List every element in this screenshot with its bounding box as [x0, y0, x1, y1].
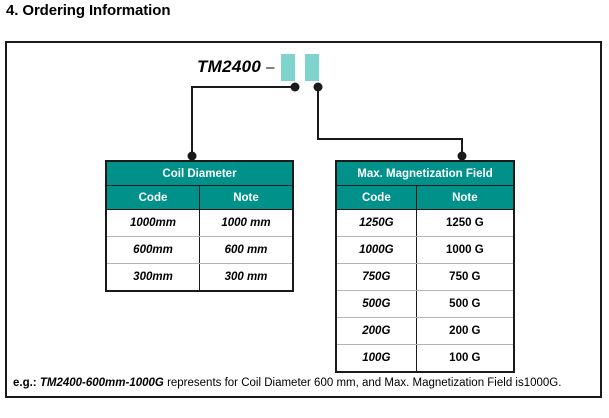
- max-magnetization-note-3: 750 G: [416, 263, 513, 291]
- coil-diameter-note-1: 1000 mm: [199, 209, 292, 237]
- part-number-dash: –: [266, 58, 275, 76]
- max-magnetization-header-code: Code: [337, 185, 417, 210]
- table-row[interactable]: 1250G 1250 G: [337, 209, 513, 237]
- footnote-description: represents for Coil Diameter 600 mm, and…: [167, 377, 562, 389]
- max-magnetization-note-4: 500 G: [416, 290, 513, 318]
- footnote-example-part-number: TM2400-600mm-1000G: [39, 377, 164, 389]
- connector-dot-slot2-top: [313, 82, 323, 92]
- part-number-slot-1[interactable]: [280, 53, 295, 81]
- connector-dot-slot1-top: [290, 82, 300, 92]
- coil-diameter-code-1: 1000mm: [107, 209, 200, 237]
- coil-diameter-table-title: Coil Diameter: [107, 162, 292, 186]
- max-magnetization-field-table-title: Max. Magnetization Field: [337, 162, 513, 186]
- table-row[interactable]: 600mm 600 mm: [107, 236, 292, 264]
- table-row[interactable]: 100G 100 G: [337, 344, 513, 371]
- example-footnote: e.g.: TM2400-600mm-1000G represents for …: [13, 376, 596, 390]
- max-magnetization-code-6: 100G: [337, 344, 417, 371]
- max-magnetization-code-5: 200G: [337, 317, 417, 345]
- table-row[interactable]: 750G 750 G: [337, 263, 513, 291]
- part-number-slot-2[interactable]: [304, 53, 319, 81]
- max-magnetization-note-1: 1250 G: [416, 209, 513, 237]
- max-magnetization-code-3: 750G: [337, 263, 417, 291]
- table-row[interactable]: 200G 200 G: [337, 317, 513, 345]
- max-magnetization-note-5: 200 G: [416, 317, 513, 345]
- part-number-base: TM2400: [197, 57, 262, 76]
- coil-diameter-note-2: 600 mm: [199, 236, 292, 264]
- max-magnetization-note-6: 100 G: [449, 352, 481, 364]
- coil-diameter-header-note: Note: [199, 185, 292, 210]
- max-magnetization-header-note: Note: [416, 185, 513, 210]
- table-row[interactable]: 300mm 300 mm: [107, 263, 292, 290]
- ordering-information-panel: TM2400 – Coil Diameter Code Note: [5, 41, 602, 398]
- connector-line-slot2: [317, 87, 463, 155]
- coil-diameter-header-code: Code: [107, 185, 200, 210]
- coil-diameter-note-3: 300 mm: [224, 271, 268, 283]
- max-magnetization-note-2: 1000 G: [416, 236, 513, 264]
- footnote-label: e.g.:: [13, 377, 37, 389]
- table-row[interactable]: 1000G 1000 G: [337, 236, 513, 264]
- part-number-builder: TM2400 –: [197, 51, 319, 83]
- coil-diameter-table: Coil Diameter Code Note 1000mm 1000 mm 6…: [105, 160, 294, 292]
- table-row[interactable]: 500G 500 G: [337, 290, 513, 318]
- coil-diameter-code-2: 600mm: [107, 236, 200, 264]
- connector-line-slot1: [191, 86, 295, 155]
- max-magnetization-code-2: 1000G: [337, 236, 417, 264]
- page-title: 4. Ordering Information: [6, 2, 171, 19]
- max-magnetization-field-table: Max. Magnetization Field Code Note 1250G…: [335, 160, 515, 373]
- coil-diameter-code-3: 300mm: [107, 263, 200, 290]
- table-row[interactable]: 1000mm 1000 mm: [107, 209, 292, 237]
- max-magnetization-code-4: 500G: [337, 290, 417, 318]
- max-magnetization-code-1: 1250G: [337, 209, 417, 237]
